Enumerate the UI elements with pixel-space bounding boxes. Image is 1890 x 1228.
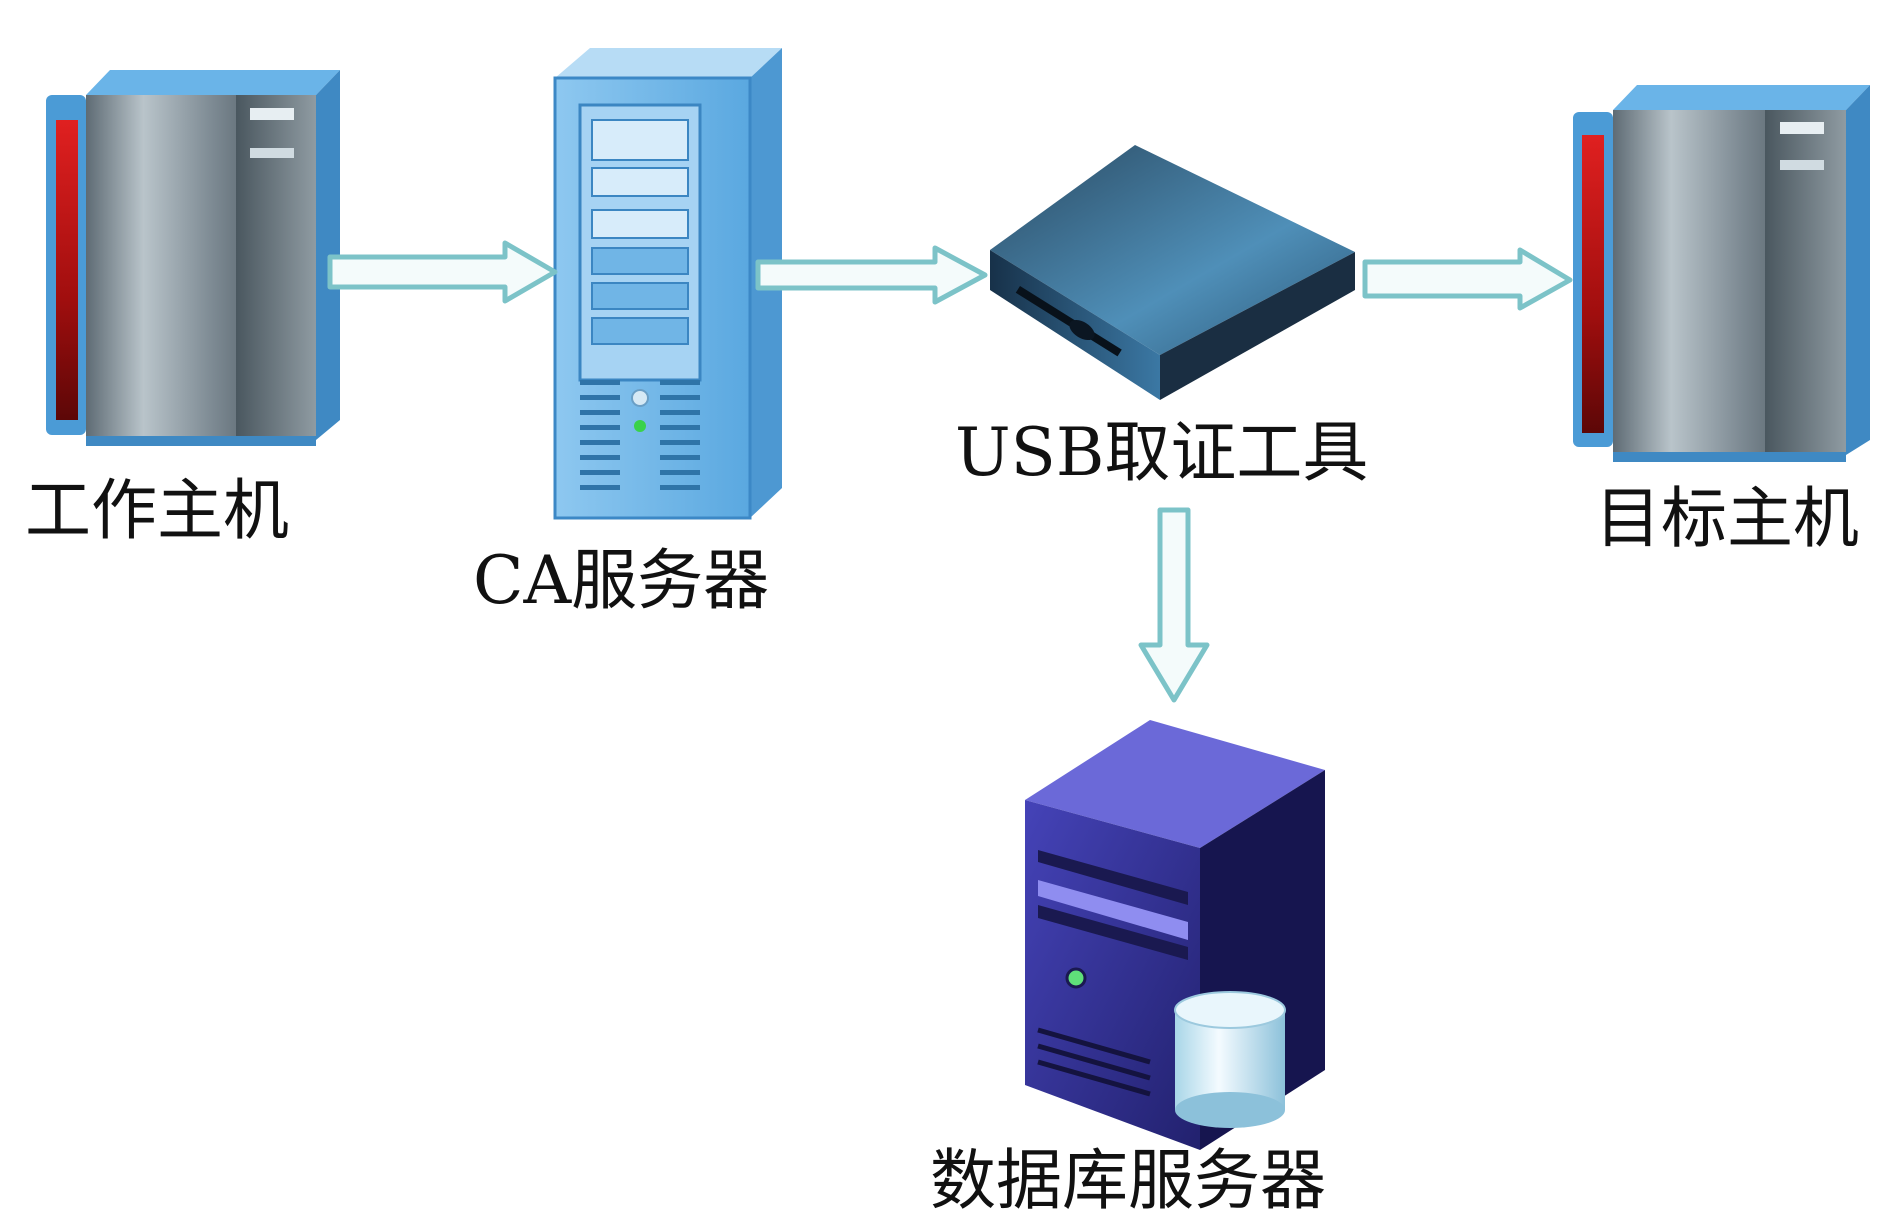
usb-device-icon xyxy=(990,145,1355,400)
work-host-label: 工作主机 xyxy=(25,472,289,549)
ca-server-label: CA服务器 xyxy=(473,542,770,619)
ca-server-icon xyxy=(553,48,782,520)
target-host-icon xyxy=(1573,85,1870,462)
arrow-usb-to-db xyxy=(1138,507,1210,703)
arrow-usb-to-target xyxy=(1362,247,1573,311)
arrow-work-to-ca xyxy=(327,240,558,304)
arrow-ca-to-usb xyxy=(755,245,988,305)
work-host-icon xyxy=(46,70,340,446)
target-host-label: 目标主机 xyxy=(1595,480,1859,557)
database-server-icon xyxy=(1025,720,1325,1150)
usb-tool-label: USB取证工具 xyxy=(955,414,1369,491)
db-server-label: 数据库服务器 xyxy=(930,1142,1326,1219)
